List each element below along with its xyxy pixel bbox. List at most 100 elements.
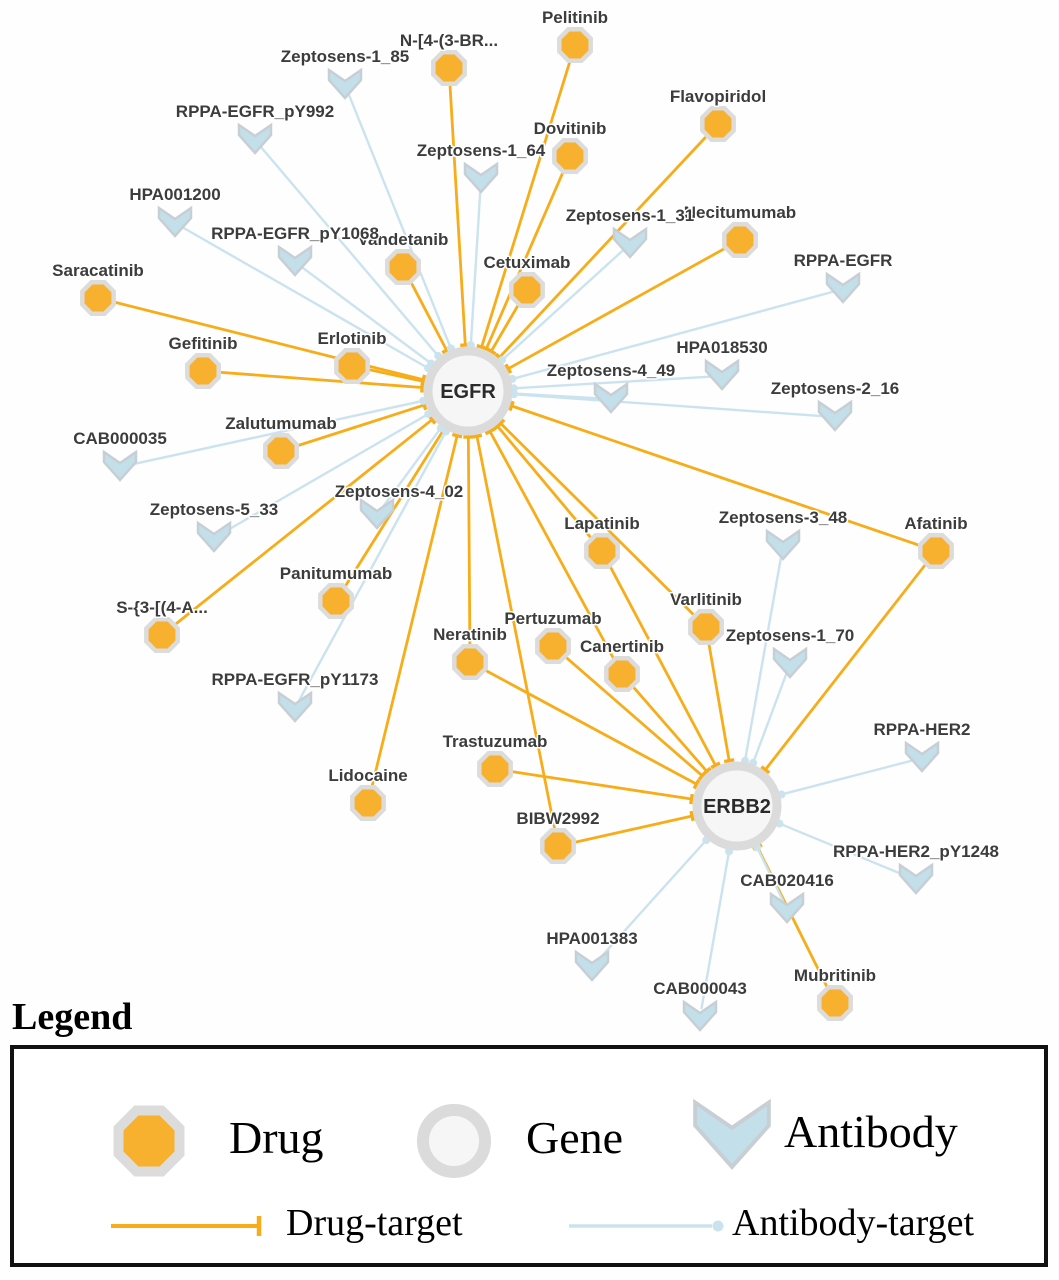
antibody-node-hpa001383[interactable]: [574, 949, 610, 982]
antibody-node-label: Zeptosens-5_33: [150, 500, 279, 519]
antibody-icon: [693, 1098, 771, 1170]
drug-target-edge-icon: [111, 1216, 262, 1236]
drug-node-zalutumumab[interactable]: [263, 433, 299, 469]
drug-target-edge-cap: [689, 810, 695, 822]
antibody-node-label: RPPA-EGFR: [794, 251, 893, 270]
gene-node-egfr[interactable]: [423, 346, 513, 436]
gene-icon-shape: [417, 1104, 491, 1178]
drug-node-label: Dovitinib: [534, 119, 607, 138]
antibody-node-zeptosens-1-31[interactable]: [612, 226, 648, 259]
drug-node-s-3-4-a[interactable]: [144, 617, 180, 653]
antibody-node-rppa-egfr-py992[interactable]: [237, 122, 273, 155]
antibody-node-zeptosens-1-85[interactable]: [327, 67, 363, 100]
drug-node-panitumumab[interactable]: [318, 583, 354, 619]
gene-node-label: EGFR: [440, 381, 496, 403]
drug-target-edge: [565, 656, 704, 777]
legend-gene-label: Gene: [526, 1112, 624, 1163]
labels-layer: PelitinibN-[4-(3-BR...DovitinibFlavopiri…: [51, 7, 1001, 1000]
antibody-node-label: CAB000035: [73, 429, 167, 448]
drug-target-edge: [499, 422, 695, 616]
antibody-node-label: Zeptosens-1_70: [726, 626, 855, 645]
antibody-target-edge: [469, 186, 482, 346]
antibody-target-edge: [297, 430, 448, 702]
antibody-node-label: Zeptosens-1_64: [417, 141, 546, 160]
drug-target-edge: [370, 435, 459, 786]
antibody-node-rppa-her2-py1248[interactable]: [898, 862, 934, 895]
antibody-target-edge: [513, 375, 715, 390]
drug-node-varlitinib[interactable]: [688, 609, 724, 645]
drug-node-erlotinib[interactable]: [334, 348, 370, 384]
drug-node-label: Mubritinib: [794, 966, 876, 985]
drug-node-dovitinib[interactable]: [552, 138, 588, 174]
drug-node-bibw2992[interactable]: [540, 828, 576, 864]
drug-node-necitumumab[interactable]: [722, 222, 758, 258]
legend-title: Legend: [12, 996, 133, 1038]
drug-target-edge-cap: [451, 432, 463, 439]
antibody-target-edge: [259, 145, 440, 357]
antibody-node-zeptosens-1-70[interactable]: [772, 646, 808, 679]
drug-target-edge: [220, 370, 423, 389]
drug-node-label: Necitumumab: [684, 203, 796, 222]
antibody-node-rppa-egfr-py1173[interactable]: [277, 690, 313, 723]
antibody-node-zeptosens-3-48[interactable]: [765, 528, 801, 561]
antibody-node-label: RPPA-EGFR_pY1068: [211, 224, 379, 243]
drug-node-lidocaine[interactable]: [350, 785, 386, 821]
drug-node-label: Erlotinib: [318, 329, 387, 348]
antibody-node-zeptosens-1-64[interactable]: [463, 161, 499, 194]
drug-target-edge: [507, 247, 725, 370]
antibody-node-label: Zeptosens-3_48: [719, 508, 848, 527]
antibody-node-label: HPA018530: [676, 338, 767, 357]
antibody-node-hpa001200[interactable]: [157, 205, 193, 238]
drug-node-label: S-{3-[(4-A...: [116, 598, 208, 617]
drug-node-gefitinib[interactable]: [185, 353, 221, 389]
drug-node-flavopiridol[interactable]: [700, 106, 736, 142]
drug-node-afatinib[interactable]: [918, 533, 954, 569]
drug-node-pelitinib[interactable]: [557, 27, 593, 63]
drug-node-label: Neratinib: [433, 625, 507, 644]
drug-target-edge: [496, 425, 592, 539]
drug-node-canertinib[interactable]: [604, 656, 640, 692]
drug-node-label: Canertinib: [580, 637, 664, 656]
drug-icon-shape: [113, 1105, 185, 1177]
antibody-node-rppa-her2[interactable]: [904, 740, 940, 773]
drug-node-label: Afatinib: [904, 514, 967, 533]
drug-target-edge-cap: [484, 427, 496, 436]
drug-node-label: Gefitinib: [169, 334, 238, 353]
drug-target-edge: [707, 644, 731, 761]
antibody-node-label: RPPA-HER2_pY1248: [833, 842, 999, 861]
legend-antibody-label: Antibody: [784, 1106, 958, 1157]
gene-node-erbb2[interactable]: [692, 761, 782, 851]
drug-target-edge-cap: [701, 766, 712, 776]
antibody-node-label: Zeptosens-4_02: [335, 482, 464, 501]
antibody-node-rppa-egfr-py1068[interactable]: [277, 244, 313, 277]
drug-node-trastuzumab[interactable]: [477, 751, 513, 787]
antibody-target-edge: [501, 248, 625, 361]
drug-node-vandetanib[interactable]: [385, 249, 421, 285]
network-svg: EGFRERBB2PelitinibN-[4-(3-BR...Dovitinib…: [51, 7, 1001, 1032]
drug-node-neratinib[interactable]: [452, 644, 488, 680]
drug-node-n-4-3-br[interactable]: [431, 50, 467, 86]
antibody-target-edge: [781, 758, 915, 796]
antibody-node-cab000035[interactable]: [102, 449, 138, 482]
drug-target-edge: [511, 404, 920, 547]
antibody-node-cab000043[interactable]: [682, 999, 718, 1032]
antibody-node-zeptosens-4-02[interactable]: [359, 497, 395, 530]
antibody-node-cab020416[interactable]: [769, 891, 805, 924]
drug-target-edge: [466, 436, 472, 645]
drug-node-saracatinib[interactable]: [80, 280, 116, 316]
antibody-node-zeptosens-5-33[interactable]: [196, 520, 232, 553]
antibody-target-edge: [513, 393, 828, 418]
drug-node-lapatinib[interactable]: [584, 533, 620, 569]
antibody-node-zeptosens-2-16[interactable]: [817, 399, 853, 432]
antibody-node-rppa-egfr[interactable]: [825, 271, 861, 304]
drug-target-edge: [475, 435, 556, 829]
drug-node-mubritinib[interactable]: [817, 985, 853, 1021]
antibody-node-zeptosens-4-49[interactable]: [593, 381, 629, 414]
drug-target-edge: [448, 85, 467, 346]
antibody-node-hpa018530[interactable]: [704, 358, 740, 391]
drug-node-cetuximab[interactable]: [509, 272, 545, 308]
antibody-node-label: RPPA-EGFR_pY992: [176, 102, 334, 121]
drug-node-pertuzumab[interactable]: [535, 628, 571, 664]
drug-target-edge: [410, 282, 448, 351]
